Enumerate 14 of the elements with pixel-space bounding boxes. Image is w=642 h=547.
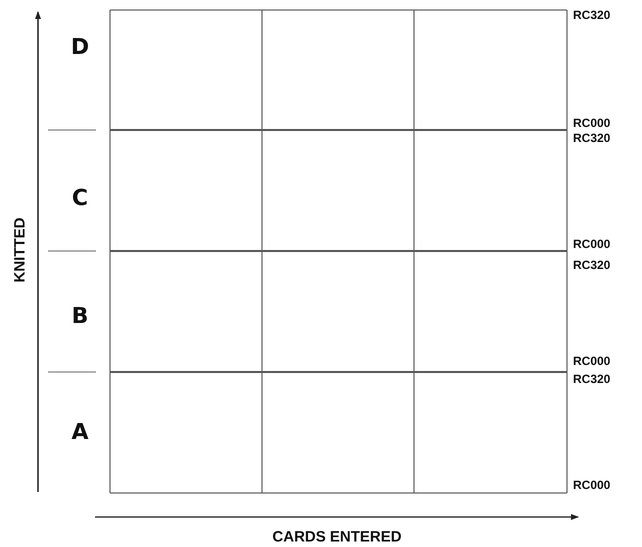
row-marker-label: RC320 (573, 132, 610, 144)
row-marker-label: RC320 (573, 259, 610, 271)
row-marker-label: RC000 (573, 117, 610, 129)
section-letter: D (70, 37, 90, 59)
section-letter: B (72, 306, 88, 328)
row-marker-label: RC320 (573, 9, 610, 21)
section-letter: C (72, 188, 88, 210)
axis-label: KNITTED (12, 218, 28, 282)
axis-label: CARDS ENTERED (272, 530, 402, 544)
row-marker-label: RC000 (573, 479, 610, 491)
row-marker-label: RC000 (573, 355, 610, 367)
section-letter: A (71, 422, 89, 444)
row-marker-label: RC320 (573, 373, 610, 385)
row-marker-label: RC000 (573, 238, 610, 250)
